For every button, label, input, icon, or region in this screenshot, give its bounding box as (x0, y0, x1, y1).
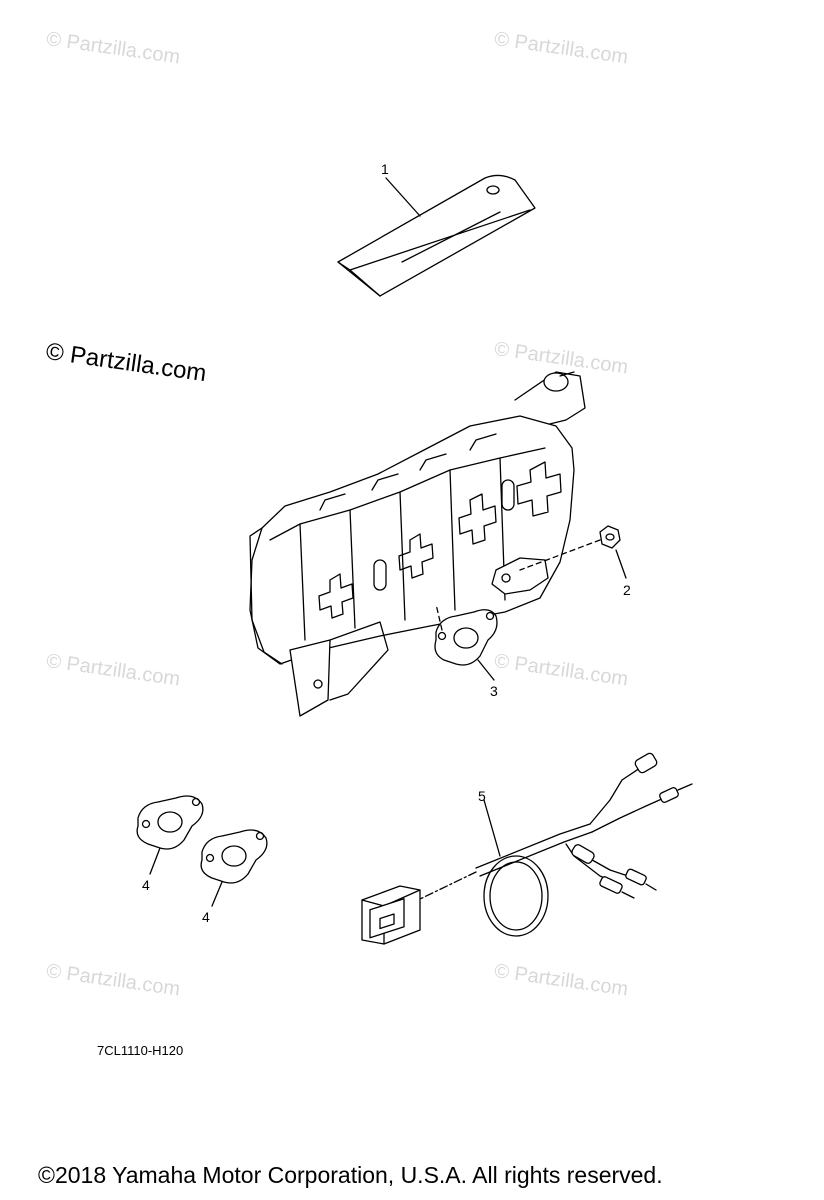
muffler-icon[interactable] (250, 372, 585, 716)
leader-line (478, 660, 494, 680)
callout-label: 4 (142, 877, 150, 893)
callout-label: 3 (490, 683, 498, 699)
leader-line (212, 882, 222, 906)
callout-label: 1 (381, 161, 389, 177)
callout-label: 4 (202, 909, 210, 925)
diagram-code: 7CL1110-H120 (97, 1043, 184, 1058)
callout-label: 5 (478, 788, 486, 804)
leader-line (386, 178, 420, 216)
centerline (436, 604, 442, 630)
leader-line (484, 800, 500, 856)
centerline (520, 540, 600, 570)
wire-harness-icon[interactable] (362, 752, 692, 944)
gasket-icon[interactable] (435, 610, 497, 665)
callout-label: 2 (623, 582, 631, 598)
leader-line (616, 550, 626, 578)
leader-line (150, 848, 160, 874)
copyright-footer: ©2018 Yamaha Motor Corporation, U.S.A. A… (38, 1162, 663, 1188)
gasket-icon[interactable] (201, 830, 267, 883)
nut-icon[interactable] (600, 526, 620, 548)
gasket-icon[interactable] (137, 796, 203, 849)
plate-icon[interactable] (338, 175, 535, 296)
